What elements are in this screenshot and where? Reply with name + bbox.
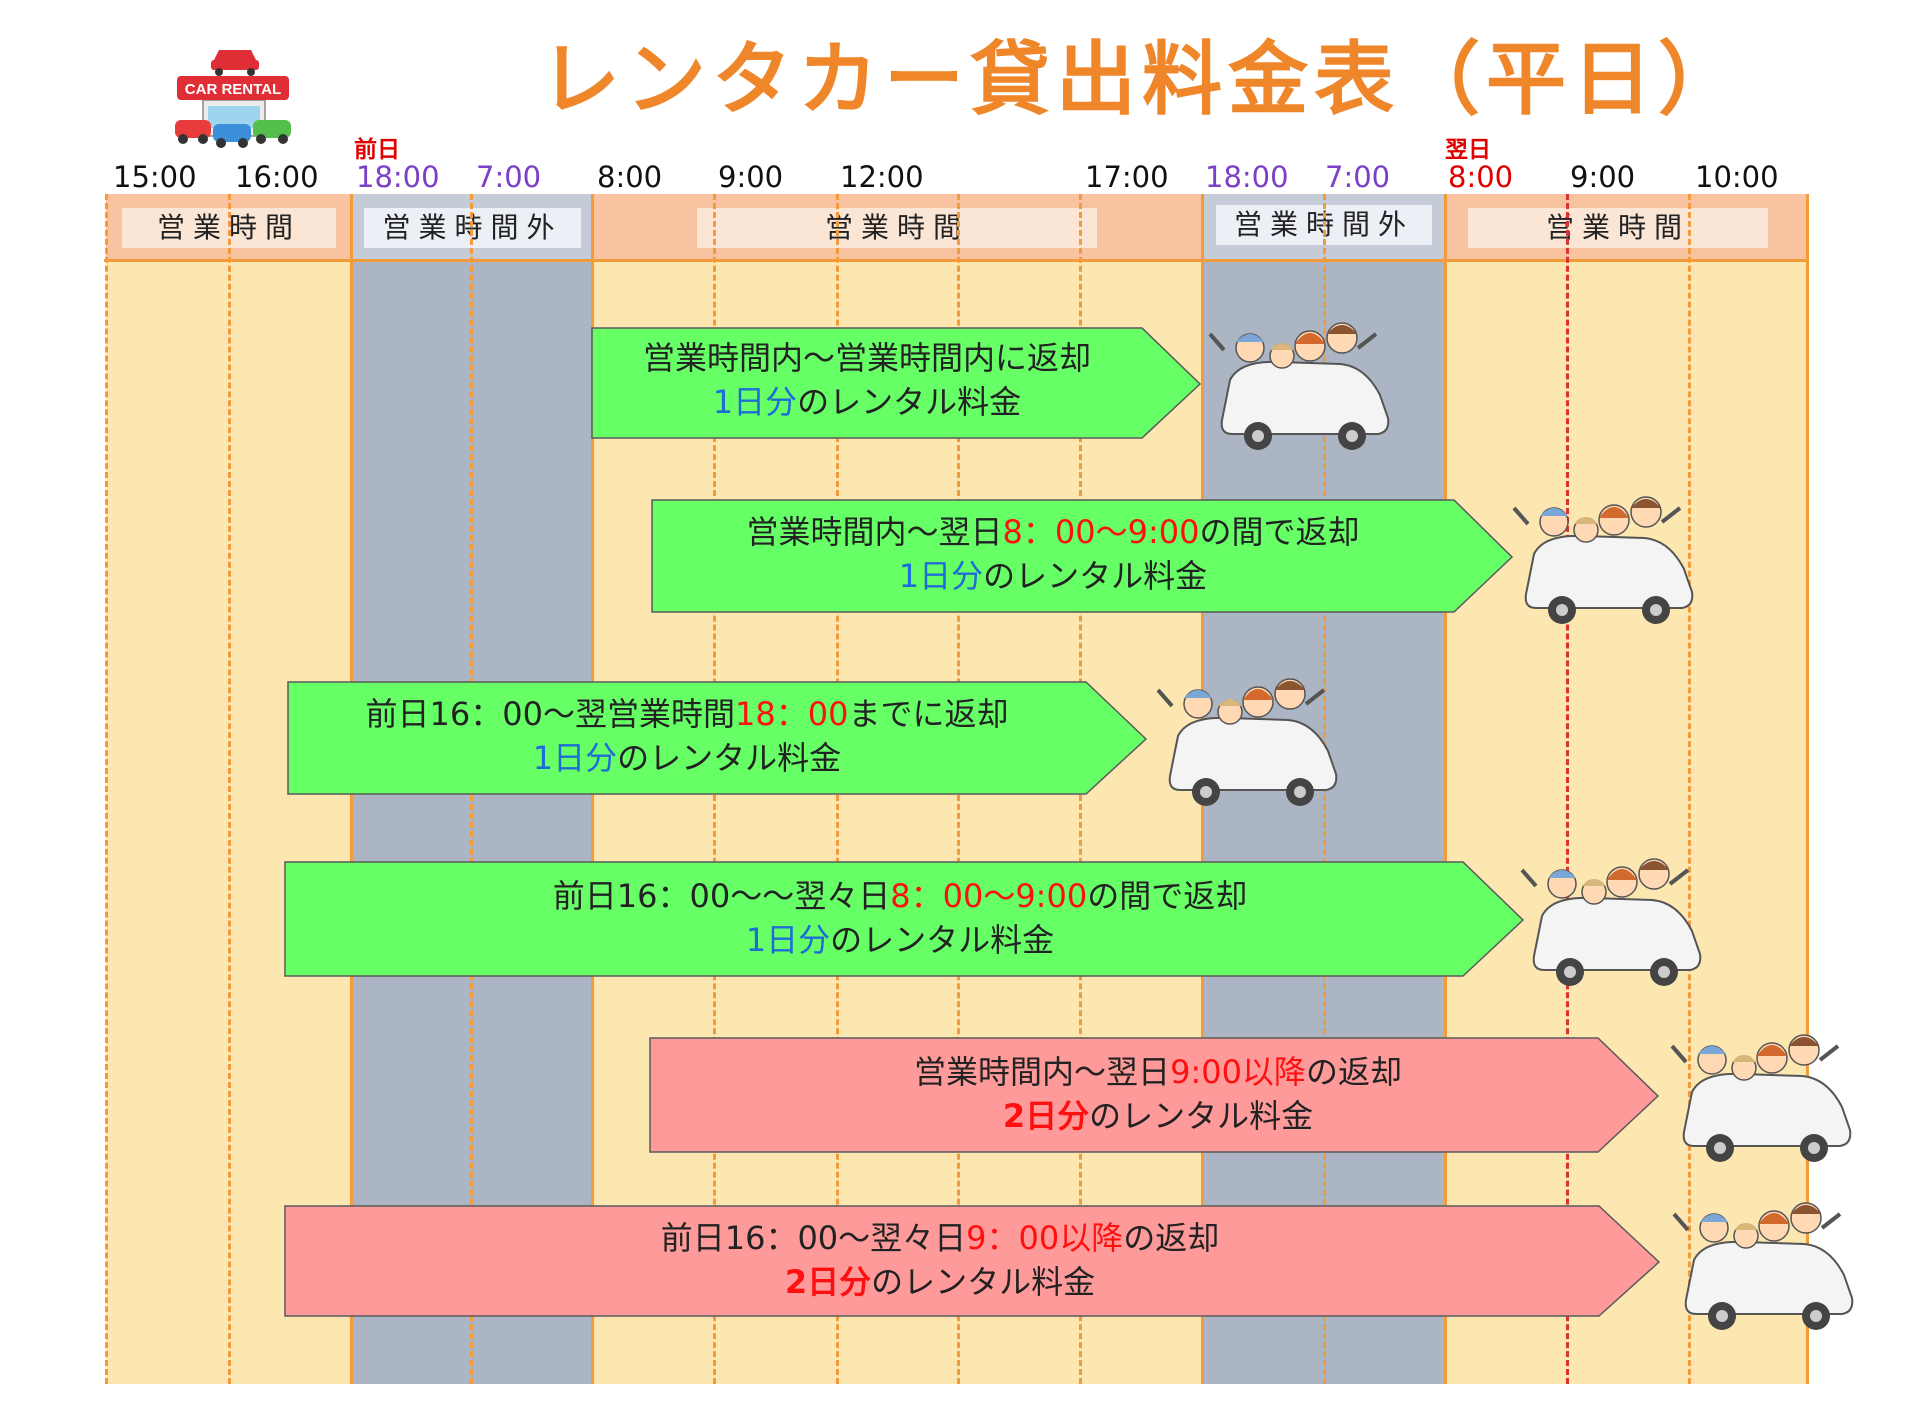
rate-arrow-text: 営業時間内〜翌日8：00〜9:00の間で返却 1日分のレンタル料金 <box>746 513 1360 595</box>
time-label: 16:00 <box>235 160 319 194</box>
business-hours-column <box>1446 194 1808 1384</box>
rate-arrow-1day <box>287 681 1148 795</box>
previous-day-tag: 前日 <box>354 137 400 163</box>
rate-arrow-text: 営業時間内〜翌日9:00以降の返却 2日分のレンタル料金 <box>914 1053 1402 1135</box>
family-car-illustration <box>1672 1202 1854 1330</box>
family-car-illustration <box>1512 496 1694 624</box>
rate-arrow-2day <box>649 1037 1660 1153</box>
rate-arrow-1day <box>651 499 1514 613</box>
next-day-tag: 翌日 <box>1445 137 1491 163</box>
family-car-illustration <box>1208 322 1390 450</box>
grid-line <box>228 194 231 1384</box>
grid-line <box>1444 194 1447 1384</box>
time-label: 18:00 <box>356 160 440 194</box>
band-label-business-hours: 営業時間 <box>1468 208 1768 248</box>
time-label: 9:00 <box>718 160 784 194</box>
time-label: 7:00 <box>476 160 542 194</box>
grid-line <box>1688 194 1691 1384</box>
rate-arrow-1day <box>591 327 1202 439</box>
family-car-illustration <box>1670 1034 1852 1162</box>
grid-line <box>105 194 108 1384</box>
time-label: 17:00 <box>1085 160 1169 194</box>
family-car-illustration <box>1156 678 1338 806</box>
rate-arrow-2day <box>284 1205 1661 1317</box>
time-label: 15:00 <box>113 160 197 194</box>
time-label: 7:00 <box>1325 160 1391 194</box>
time-label: 10:00 <box>1695 160 1779 194</box>
time-label: 12:00 <box>840 160 924 194</box>
time-label: 9:00 <box>1570 160 1636 194</box>
rate-arrow-text: 前日16：00〜翌々日9：00以降の返却 2日分のレンタル料金 <box>660 1219 1220 1301</box>
time-label: 8:00 <box>1448 160 1514 194</box>
family-car-illustration <box>1520 858 1702 986</box>
time-label: 8:00 <box>597 160 663 194</box>
band-label-business-hours: 営業時間 <box>697 208 1097 248</box>
rate-arrow-1day <box>284 861 1525 977</box>
page-title: レンタカー貸出料金表（平日） <box>540 33 1744 126</box>
grid-line-deadline <box>1566 194 1569 1384</box>
header-divider <box>104 259 1807 262</box>
rate-arrow-text: 前日16：00〜〜翌々日8：00〜9:00の間で返却 1日分のレンタル料金 <box>552 877 1248 959</box>
logo-sign-text: CAR RENTAL <box>185 81 281 98</box>
car-rental-logo: CAR RENTAL <box>175 50 291 148</box>
rate-arrow-text: 営業時間内〜営業時間内に返却 1日分のレンタル料金 <box>642 339 1091 421</box>
grid-line <box>1806 194 1809 1384</box>
rate-arrow-text: 前日16：00〜翌営業時間18：00までに返却 1日分のレンタル料金 <box>365 695 1009 777</box>
time-label: 18:00 <box>1205 160 1289 194</box>
